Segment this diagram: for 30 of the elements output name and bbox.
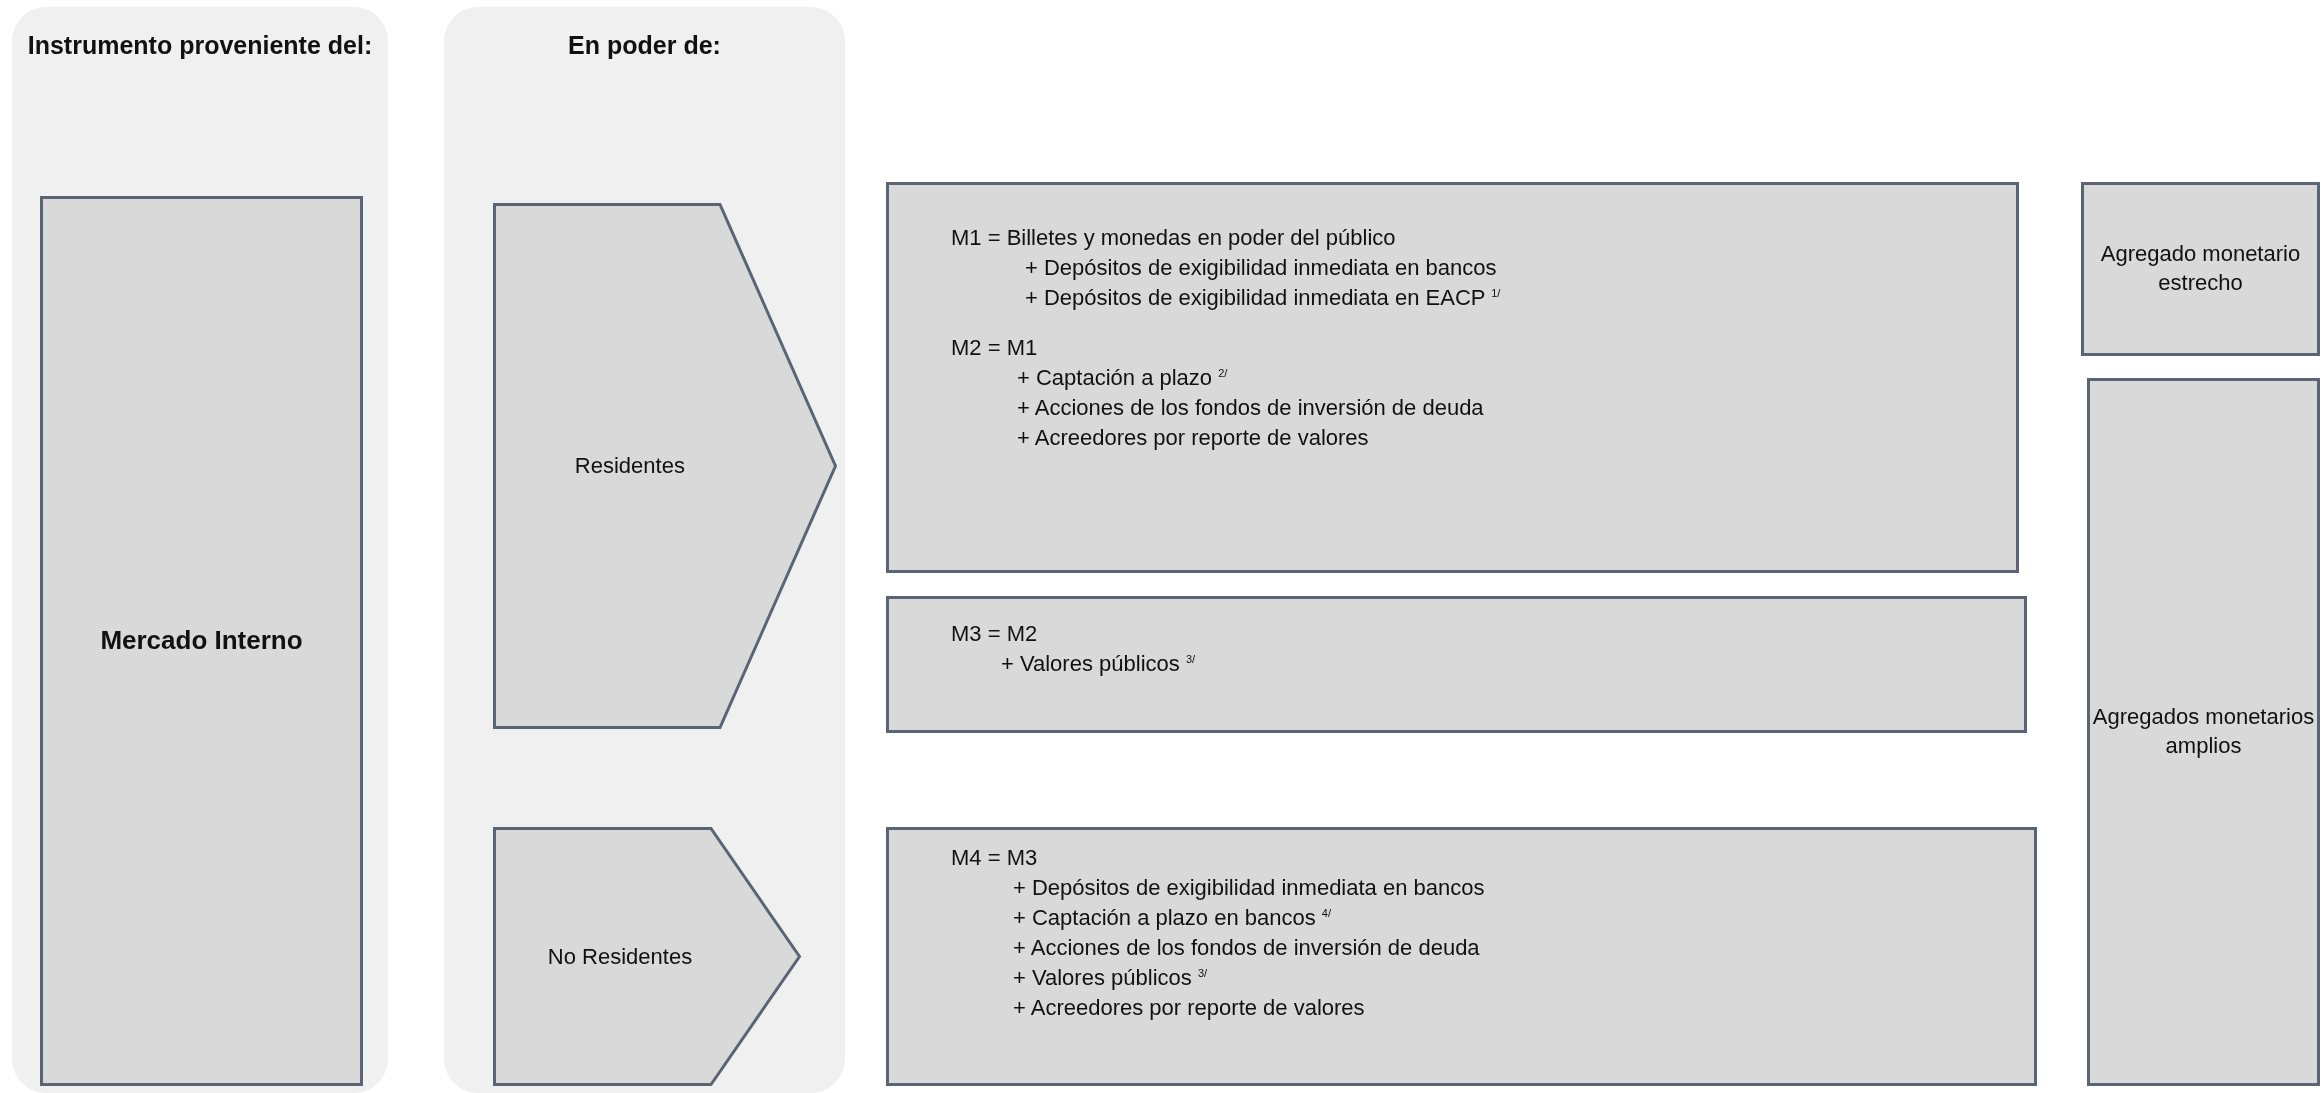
aggregate-definition: M3 = M2 xyxy=(951,621,1038,648)
column-heading: En poder de: xyxy=(567,30,722,61)
category-box xyxy=(2081,182,2320,356)
component-line: + Acciones de los fondos de inversión de deuda xyxy=(1017,395,1484,422)
component-line: + Depósitos de exigibilidad inmediata en bancos xyxy=(1013,875,1485,902)
column-panel xyxy=(444,7,845,1093)
group-label: No Residentes xyxy=(546,942,694,971)
definition-box xyxy=(886,596,2027,733)
component-line: + Depósitos de exigibilidad inmediata en bancos xyxy=(1025,255,1497,282)
component-line: + Acreedores por reporte de valores xyxy=(1017,425,1369,452)
component-line: + Valores públicos $^{3/}$ xyxy=(1001,651,1196,678)
group-label: Residentes xyxy=(573,451,686,480)
aggregate-definition: M2 = M1 xyxy=(951,335,1038,362)
component-line: + Captación a plazo en bancos $^{4/}$ xyxy=(1013,905,1331,932)
category-box xyxy=(2087,378,2320,1086)
column-heading: Instrumento proveniente del: xyxy=(26,30,374,61)
column-panel xyxy=(12,7,388,1093)
component-line: + Acreedores por reporte de valores xyxy=(1013,995,1365,1022)
category-box xyxy=(40,196,363,1086)
definition-box xyxy=(886,827,2037,1086)
aggregate-definition: M4 = M3 xyxy=(951,845,1038,872)
category-label: Agregado monetario estrecho xyxy=(2099,240,2302,297)
aggregate-definition: M1 = Billetes y monedas en poder del público xyxy=(951,225,1396,252)
category-label: Mercado Interno xyxy=(99,624,304,658)
component-line: + Depósitos de exigibilidad inmediata en EACP $^{1/}$ xyxy=(1025,285,1501,312)
category-label: Agregados monetarios amplios xyxy=(2091,703,2316,760)
component-line: + Captación a plazo $^{2/}$ xyxy=(1017,365,1228,392)
component-line: + Acciones de los fondos de inversión de deuda xyxy=(1013,935,1480,962)
definition-box xyxy=(886,182,2019,573)
component-line: + Valores públicos $^{3/}$ xyxy=(1013,965,1208,992)
